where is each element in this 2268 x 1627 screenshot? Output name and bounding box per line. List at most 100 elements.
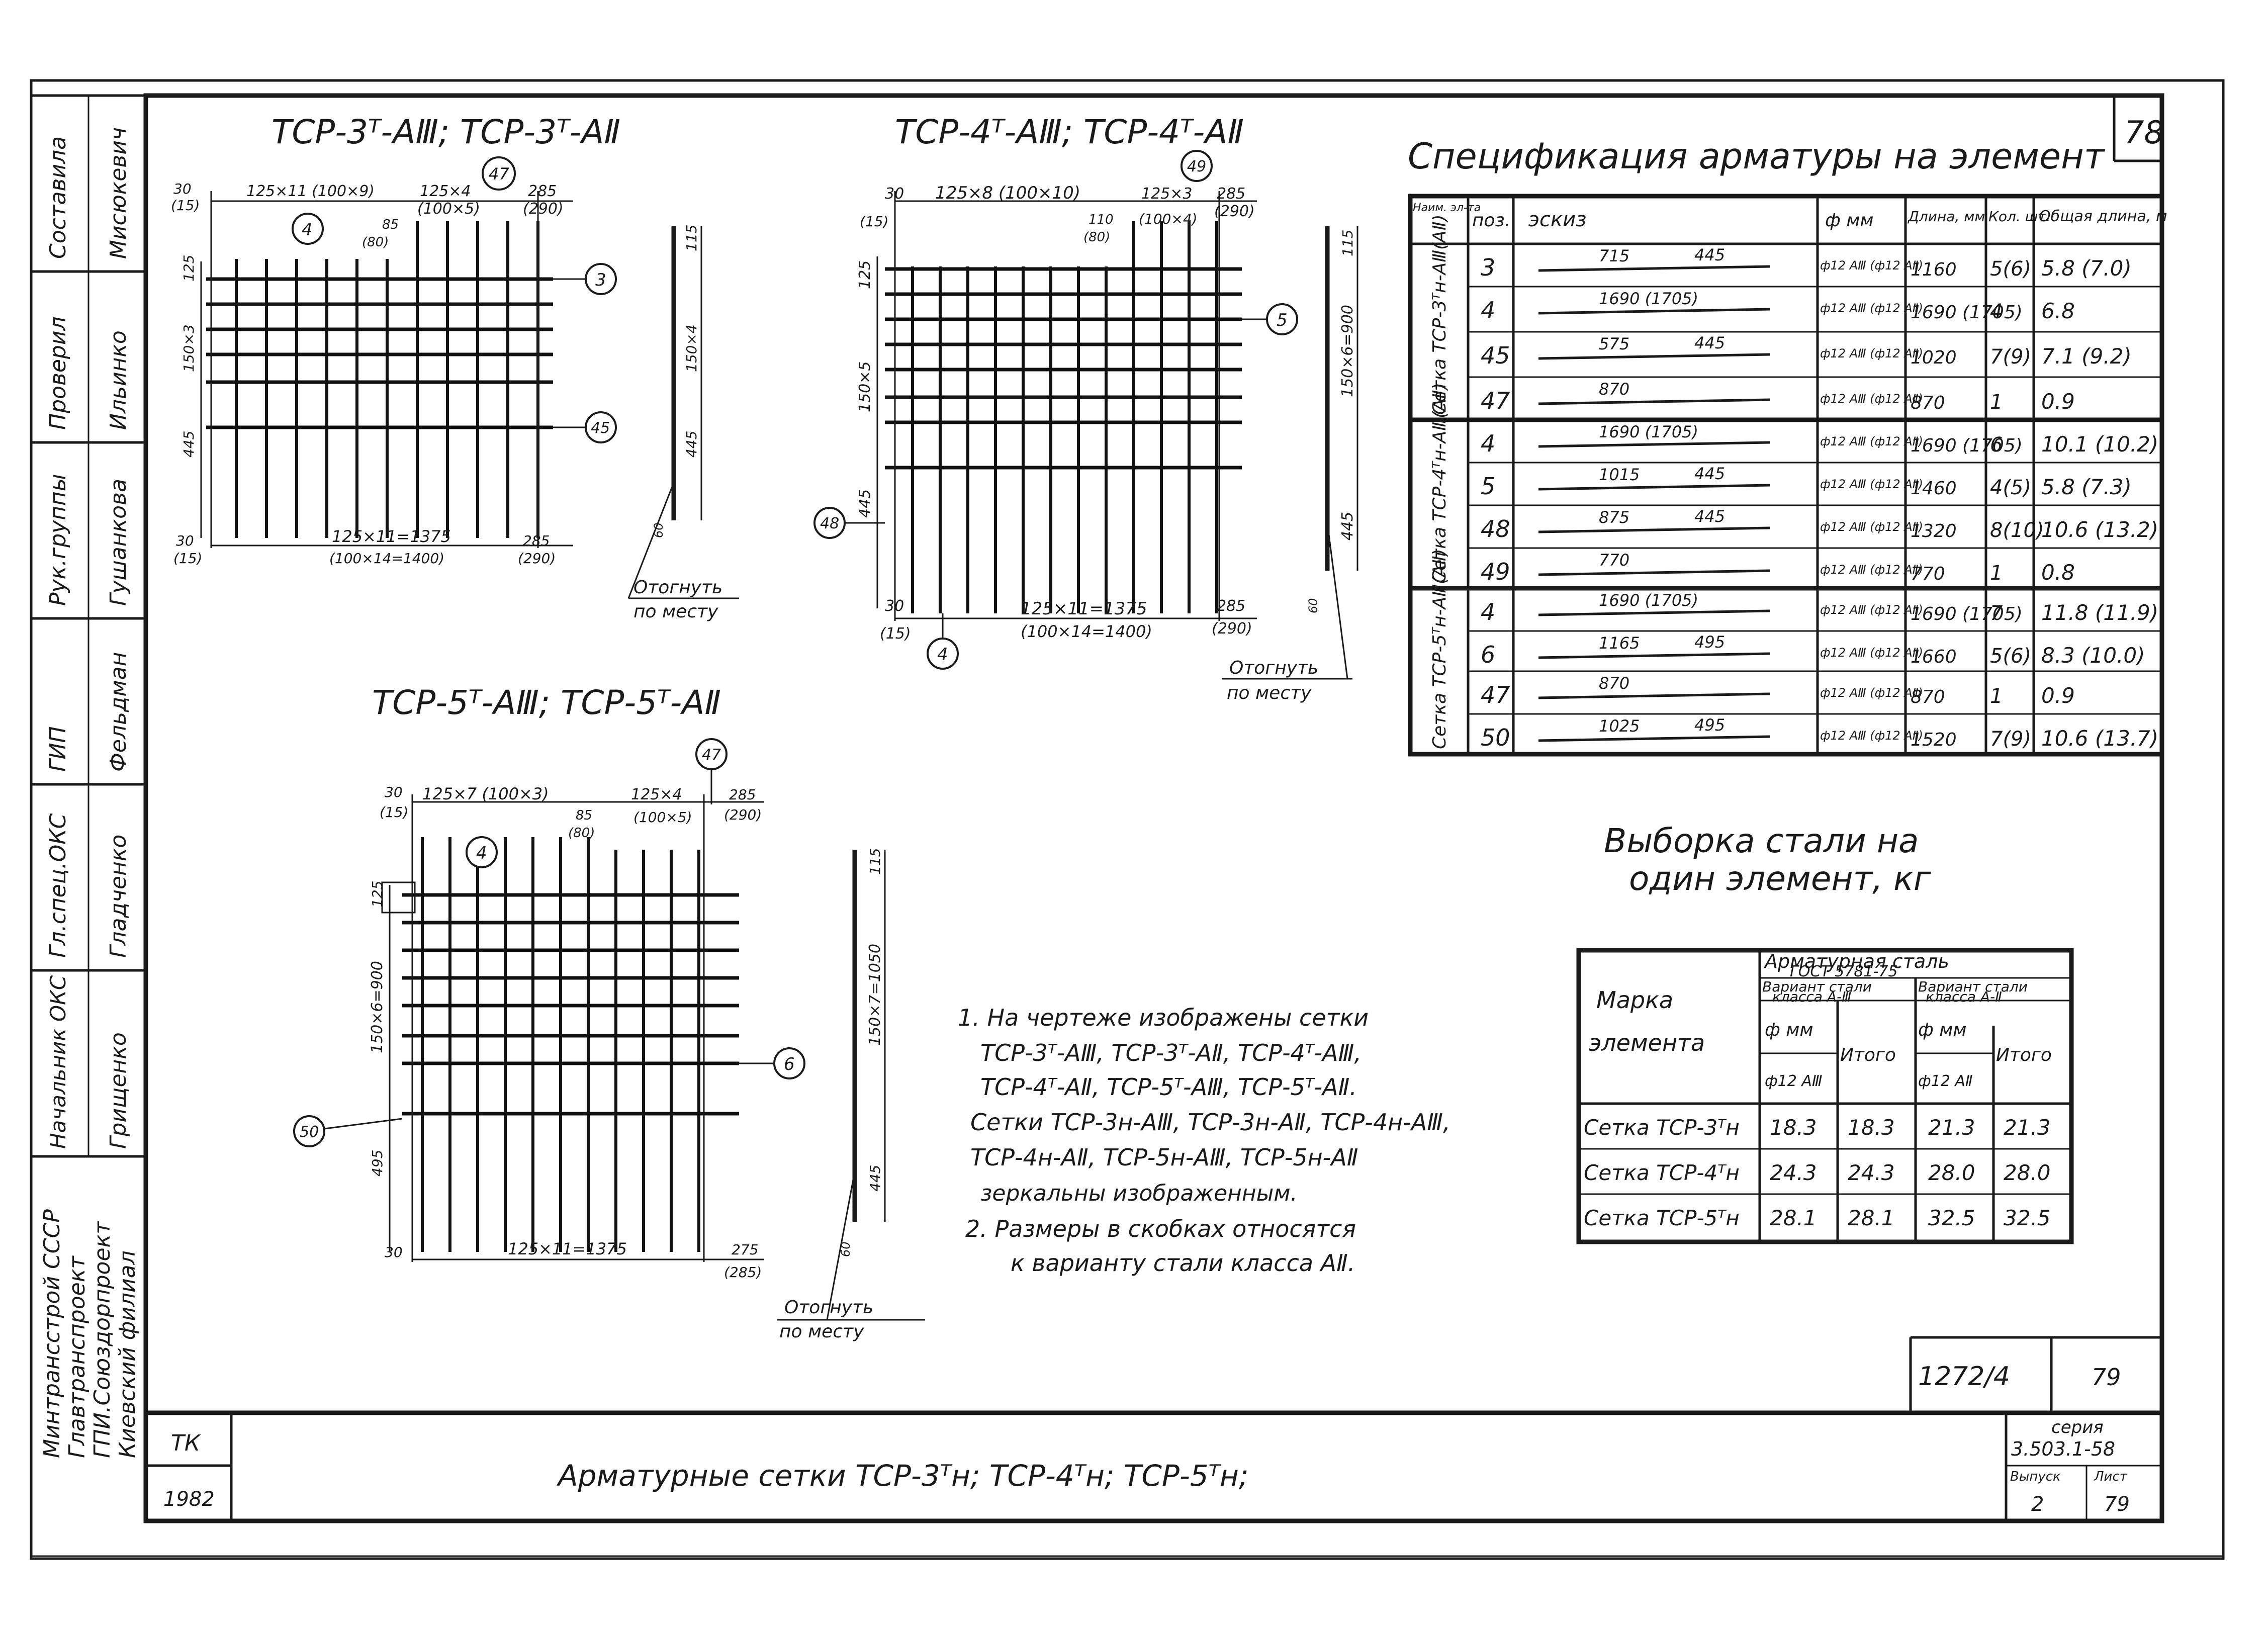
issue-number: 2 (2031, 1493, 2044, 1516)
spec-pos: 4 (1481, 430, 1495, 457)
tsr3-dim-15: (15) (171, 197, 200, 214)
spec-pos: 4 (1481, 297, 1495, 324)
tsr5-dim-top-e: (290) (724, 806, 762, 823)
org-line-1: Минтрансстрой СССР (39, 1209, 65, 1458)
stamp-role-4: ГИП (45, 726, 71, 772)
drawing-tsr3: ТСР-3ᵀ-АⅢ; ТСР-3ᵀ-АⅡ 30 (171, 113, 739, 622)
spec-group-2: Сетка ТСР-4ᵀн-АⅢ(АⅡ) (1429, 383, 1450, 584)
sheet-label: Лист (2094, 1469, 2128, 1484)
tsr3-dim-bot-e: 285 (523, 532, 550, 549)
steel-title-2: один элемент, кг (1629, 859, 1931, 898)
spec-qty: 4(5) (1990, 476, 2031, 499)
spec-total: 0.9 (2041, 389, 2075, 414)
tsr5-dim-bot-b: 125×11=1375 (508, 1239, 627, 1258)
spec-total: 11.8 (11.9) (2041, 600, 2158, 625)
spec-sketch-a: 875 (1599, 508, 1629, 527)
tsr4-side-a: 115 (1339, 230, 1356, 256)
spec-sketch-bar (1538, 609, 1770, 616)
spec-length: 1660 (1911, 647, 1957, 667)
tsr4-side-d: 60 (1306, 598, 1320, 613)
spec-length: 1160 (1911, 259, 1957, 280)
stamp-name-4: Фельдман (106, 652, 131, 772)
spec-length: 1320 (1911, 521, 1957, 541)
spec-pos: 47 (1481, 681, 1510, 708)
spec-sketch-bar (1538, 353, 1770, 360)
steel-head-mark-1: Марка (1596, 986, 1673, 1014)
spec-sketch-a: 870 (1599, 674, 1629, 693)
steel-head-mark-2: элемента (1589, 1029, 1705, 1056)
spec-dia: ф12 АⅢ (ф12 АⅡ) (1820, 520, 1923, 534)
spec-group-3: Сетка ТСР-5ᵀн-АⅢ(АⅡ) (1429, 549, 1450, 750)
tsr4-title: ТСР-4ᵀ-АⅢ; ТСР-4ᵀ-АⅡ (895, 113, 1244, 151)
stamp-role-5: Гл.спец.ОКС (45, 814, 71, 958)
spec-total: 10.1 (10.2) (2041, 432, 2158, 457)
title-code: ТК (171, 1430, 201, 1456)
tsr5-dim-bot-a: 30 (385, 1244, 403, 1260)
spec-dia: ф12 АⅢ (ф12 АⅡ) (1820, 686, 1923, 700)
spec-sketch-bar (1538, 569, 1770, 576)
spec-length: 1020 (1911, 347, 1957, 368)
tsr3-bend-note-2: по месту (633, 601, 718, 622)
doc-number: 1272/4 (1918, 1362, 2010, 1392)
tsr3-dim-bot-f: (290) (518, 550, 556, 567)
tsr4-dim-bot-a: 30 (885, 597, 904, 615)
spec-dia: ф12 АⅢ (ф12 АⅡ) (1820, 603, 1923, 617)
spec-length: 1690 (1705) (1911, 435, 2023, 456)
steel-mark: Сетка ТСР-4ᵀн (1584, 1160, 1740, 1185)
tsr3-dim-left-c: 445 (180, 431, 197, 458)
steel-dia-label-a2: ф мм (1918, 1020, 1967, 1040)
notes: 1. На чертеже изображены сетки ТСР-3ᵀ-АⅢ… (958, 1004, 1450, 1277)
tsr5-title: ТСР-5ᵀ-АⅢ; ТСР-5ᵀ-АⅡ (372, 683, 721, 722)
steel-mark: Сетка ТСР-3ᵀн (1584, 1115, 1740, 1140)
tsr5-dim-left-b: 150×6=900 (369, 961, 386, 1053)
note-line-3: ТСР-4ᵀ-АⅡ, ТСР-5ᵀ-АⅢ, ТСР-5ᵀ-АⅡ. (980, 1073, 1357, 1101)
spec-sketch-bar (1538, 652, 1770, 659)
tsr4-dim-bot-b: (15) (880, 625, 911, 643)
steel-selection: Выборка стали на один элемент, кг Марка … (1576, 822, 2074, 1244)
tsr4-dim-bot-f: (290) (1212, 620, 1252, 638)
doc-sheet-no: 79 (2092, 1364, 2121, 1391)
org-line-2: Главтранспроект (64, 1255, 90, 1458)
spec-head-sketch: эскиз (1528, 208, 1586, 231)
steel-total-a3: Итого (1840, 1045, 1896, 1065)
spec-qty: 7(9) (1990, 728, 2031, 751)
tsr4-side-c: 445 (1339, 512, 1356, 540)
tsr5-dim-left-c: 495 (369, 1150, 386, 1177)
spec-pos: 45 (1481, 342, 1510, 369)
tsr3-dim-top-b: 125×4 (420, 183, 471, 200)
steel-a3: 24.3 (1770, 1160, 1817, 1185)
tsr3-dim-left-b: 150×3 (180, 324, 197, 372)
spec-sketch-b: 445 (1694, 507, 1725, 526)
spec-sketch-bar (1538, 398, 1770, 405)
steel-variant-a3-2: класса А-Ⅲ (1772, 988, 1851, 1005)
spec-total: 8.3 (10.0) (2041, 643, 2145, 668)
note-line-1: 1. На чертеже изображены сетки (958, 1004, 1369, 1031)
spec-head-pos: поз. (1472, 210, 1510, 231)
steel-head-steel-1: Арматурная сталь (1763, 950, 1949, 972)
spec-dia: ф12 АⅢ (ф12 АⅡ) (1820, 301, 1923, 315)
tsr4-dim-30: 30 (885, 185, 904, 203)
spec-head-length: Длина, мм (1907, 208, 1985, 225)
tsr4-dim-top-a: 125×8 (100×10) (935, 183, 1080, 203)
tsr5-dim-30: 30 (385, 784, 403, 800)
note-line-8: к варианту стали класса АⅡ. (1011, 1249, 1355, 1277)
spec-dia: ф12 АⅢ (ф12 АⅡ) (1820, 346, 1923, 360)
spec-head-dia: ф мм (1825, 210, 1874, 231)
steel-mark: Сетка ТСР-5ᵀн (1584, 1206, 1740, 1230)
spec-length: 1460 (1911, 478, 1957, 499)
note-line-7: 2. Размеры в скобках относятся (965, 1215, 1356, 1242)
spec-sketch-bar (1538, 441, 1770, 448)
spec-total: 5.8 (7.3) (2041, 475, 2132, 499)
spec-table: Спецификация арматуры на элемент Наим. э… (1408, 136, 2167, 757)
stamp-name-1: Мисюкевич (106, 127, 131, 259)
spec-sketch-b: 445 (1694, 464, 1725, 483)
steel-a2-total: 32.5 (2004, 1206, 2051, 1230)
tsr4-side-b: 150×6=900 (1339, 305, 1356, 397)
tsr3-mesh (206, 221, 553, 538)
steel-a2: 21.3 (1928, 1115, 1975, 1140)
issue-label: Выпуск (2010, 1469, 2061, 1484)
